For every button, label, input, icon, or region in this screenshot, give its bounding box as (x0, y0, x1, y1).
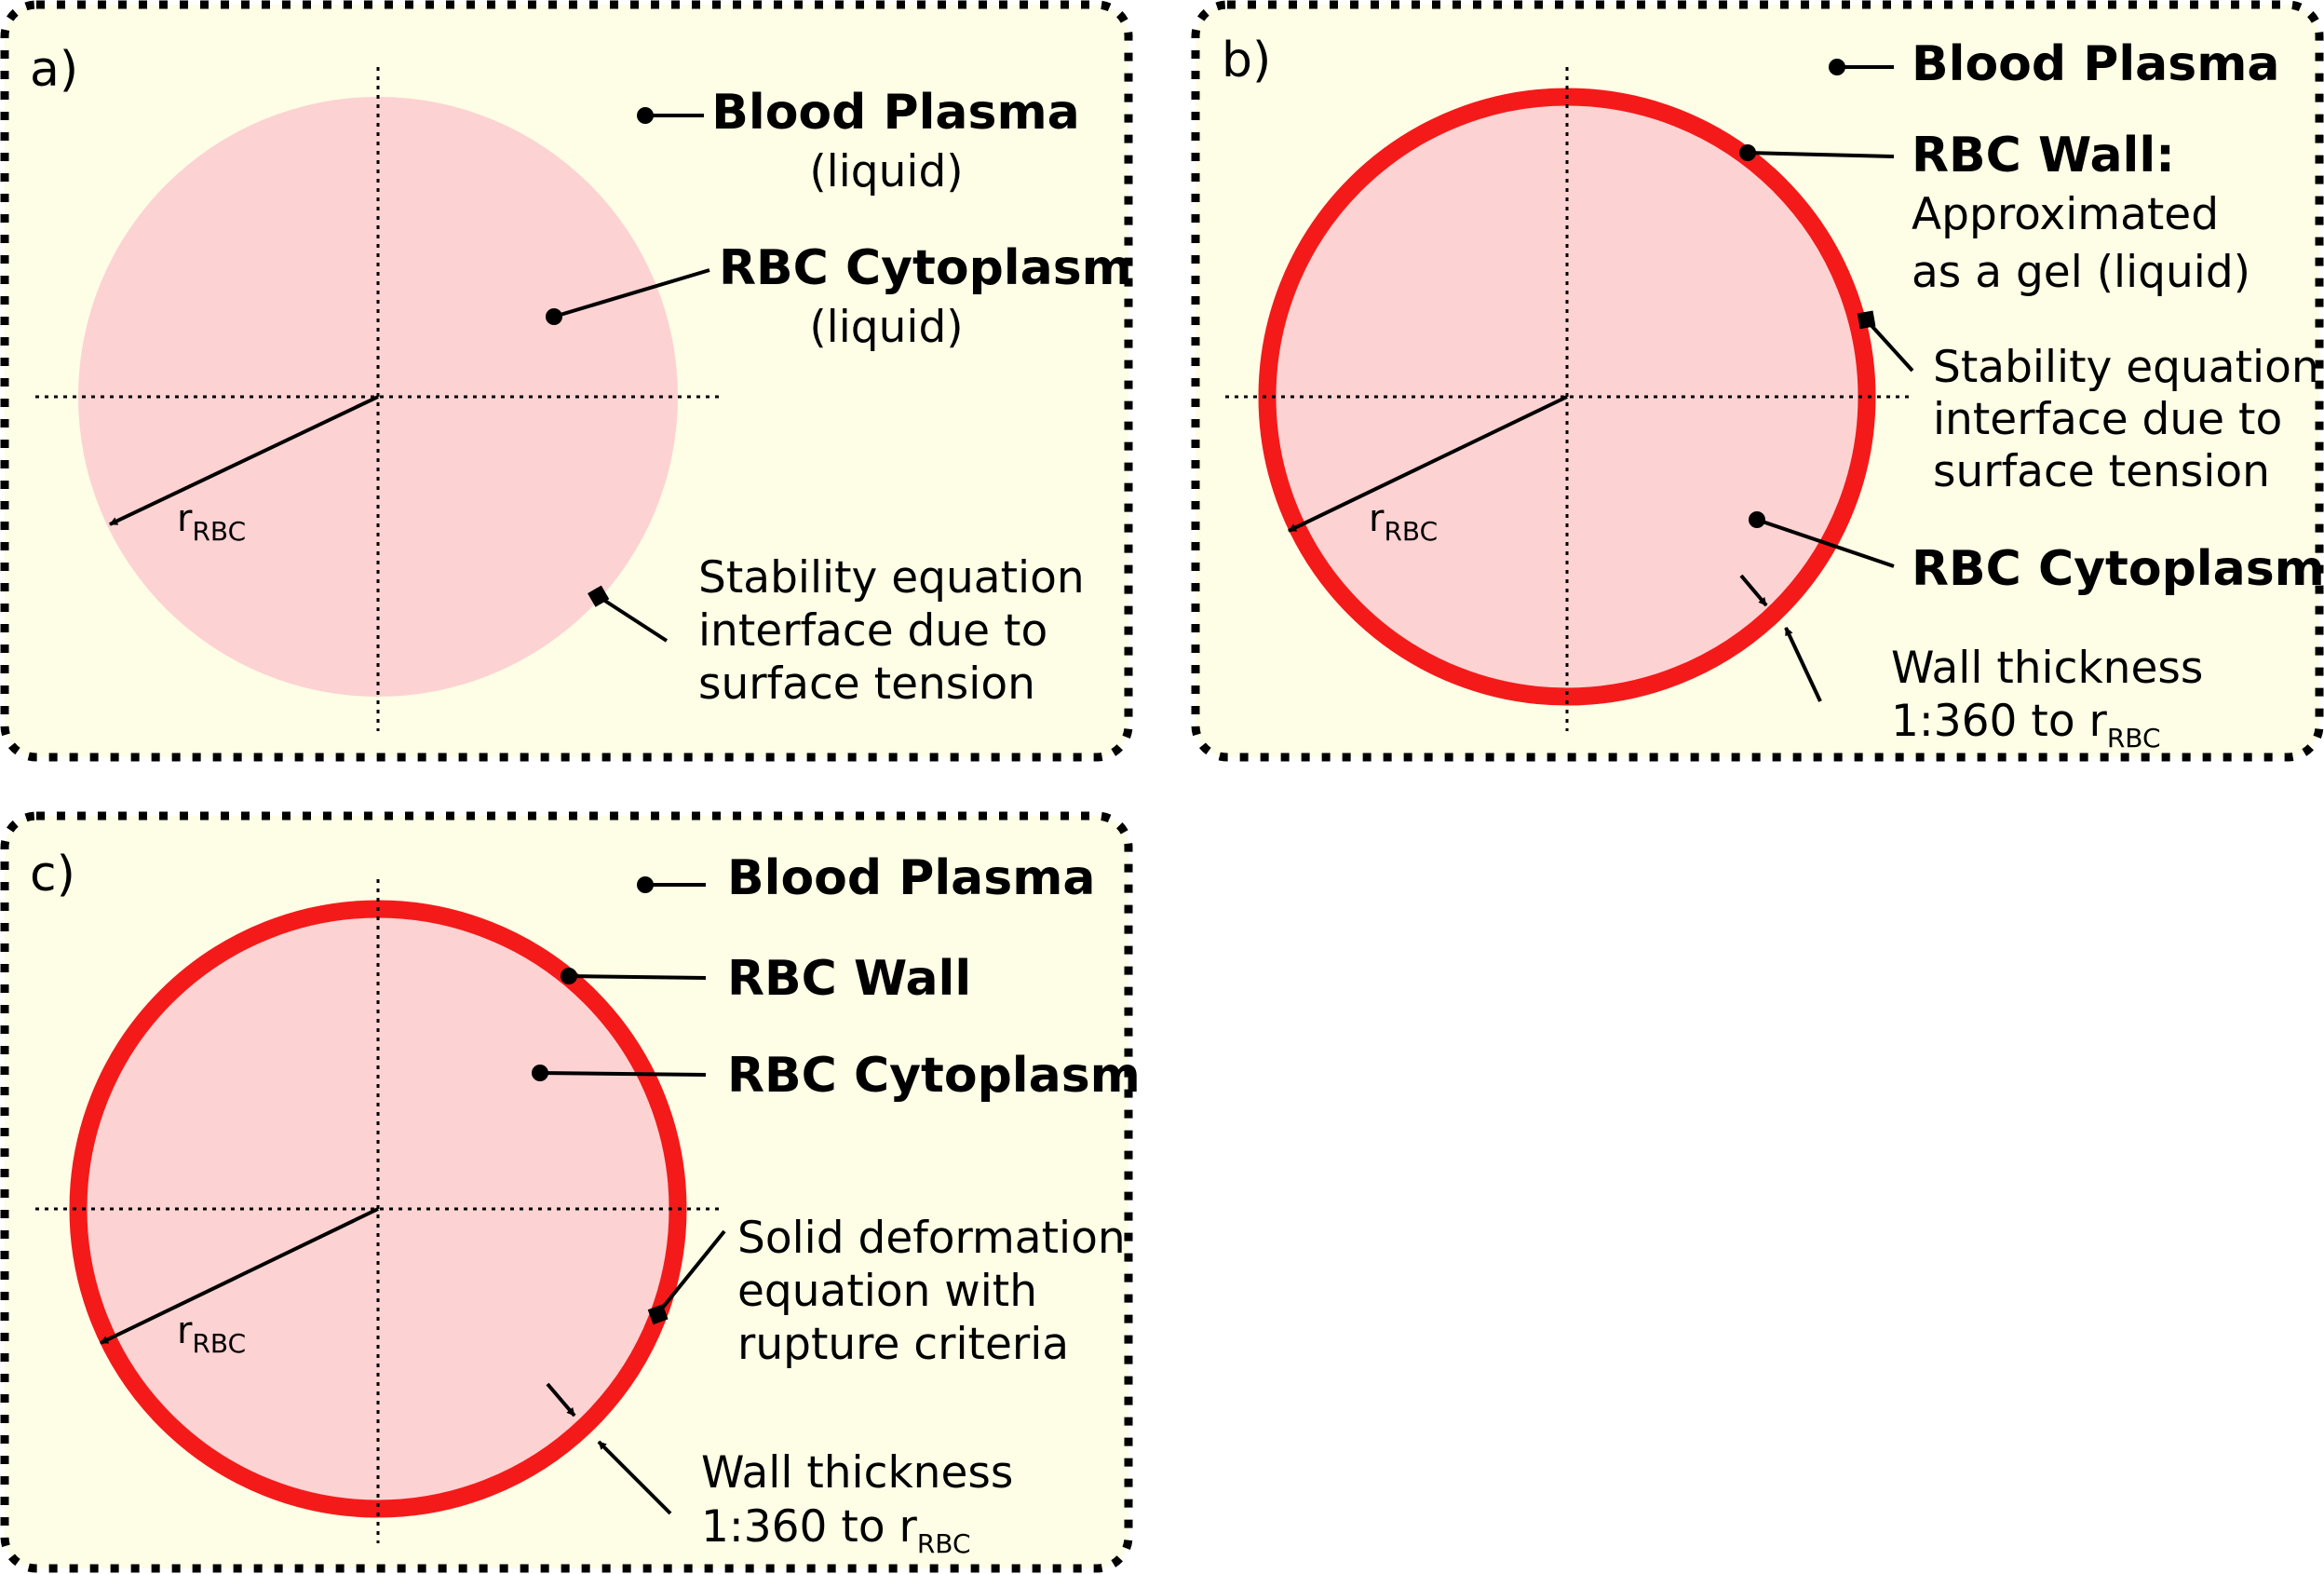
wall-line-1: Approximated (1912, 189, 2219, 240)
interface-line-3: rupture criteria (737, 1319, 1069, 1370)
panel-c-tag: c) (30, 847, 75, 902)
thickness-arrow-inner (1739, 574, 1768, 607)
radius-label: rRBC (1369, 497, 1438, 547)
interface-leader (655, 1229, 726, 1316)
thickness-arrow-inner (546, 1382, 576, 1418)
radius-label: rRBC (177, 1309, 246, 1359)
interface-line-1: Stability equation (1933, 342, 2319, 393)
plasma-title: Blood Plasma (727, 850, 1095, 906)
cytoplasm-leader (539, 1071, 707, 1077)
interface-line-1: Solid deformation (737, 1213, 1126, 1264)
panel-b-tag: b) (1222, 33, 1271, 88)
wall-title: RBC Wall (727, 951, 971, 1007)
panel-c: c) rRBC Blood Plasma RBC Wall RBC Cytopl… (0, 811, 1141, 1573)
interface-line-3: surface tension (698, 658, 1035, 710)
panel-a-tag: a) (30, 42, 78, 98)
interface-line-2: interface due to (1933, 394, 2282, 445)
cytoplasm-title: RBC Cytoplasm (719, 240, 1132, 296)
interface-leader (1864, 318, 1914, 373)
cytoplasm-title: RBC Cytoplasm (1912, 541, 2324, 597)
radius-arrow (109, 395, 379, 526)
thickness-line-1: Wall thickness (701, 1447, 1013, 1499)
radius-label: rRBC (177, 497, 246, 547)
cytoplasm-leader (553, 268, 710, 319)
cytoplasm-title: RBC Cytoplasm (727, 1048, 1141, 1104)
thickness-line-2: 1:360 to rRBC (1891, 696, 2161, 753)
thickness-line-1: Wall thickness (1891, 643, 2203, 694)
thickness-arrow-outer (1784, 627, 1822, 702)
radius-arrow (100, 1207, 379, 1345)
interface-line-1: Stability equation (698, 552, 1085, 604)
thickness-line-2: 1:360 to rRBC (701, 1501, 971, 1559)
wall-leader (1747, 151, 1895, 158)
radius-arrow (1288, 395, 1568, 533)
wall-leader (568, 974, 707, 980)
plasma-title: Blood Plasma (1912, 36, 2279, 92)
interface-line-2: equation with (737, 1266, 1037, 1317)
panel-b: b) rRBC Blood Plasma RBC Wall: Approxima… (1191, 0, 2324, 762)
plasma-title: Blood Plasma (711, 85, 1079, 141)
wall-title: RBC Wall: (1912, 128, 2175, 183)
cytoplasm-subtitle: (liquid) (809, 302, 963, 353)
interface-line-2: interface due to (698, 605, 1047, 657)
panel-a: a) rRBC Blood Plasma (liquid) RBC Cytopl… (0, 0, 1133, 762)
cytoplasm-leader (1756, 518, 1895, 568)
interface-leader (596, 594, 669, 643)
plasma-subtitle: (liquid) (809, 146, 963, 197)
thickness-arrow-outer (597, 1440, 672, 1515)
wall-line-2: as a gel (liquid) (1912, 247, 2250, 298)
interface-line-3: surface tension (1933, 446, 2270, 497)
